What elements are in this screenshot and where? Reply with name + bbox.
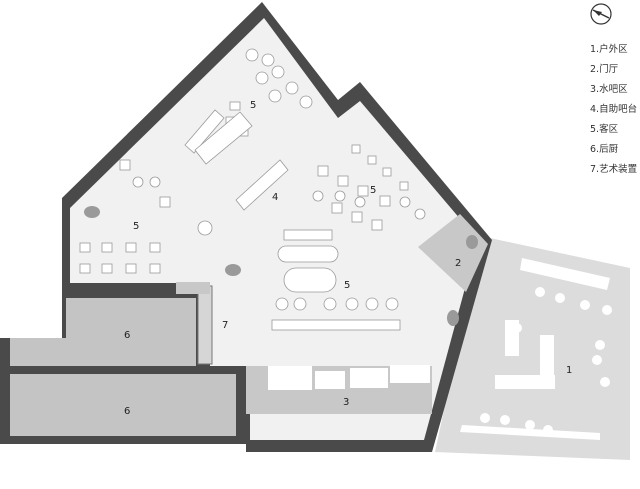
zone-label-art: 7 [222, 320, 228, 331]
legend-item-6: 6.后厨 [590, 144, 619, 155]
legend-item-2: 2.门厅 [590, 63, 619, 75]
legend: 1.户外区 2.门厅 3.水吧区 4.自助吧台 5.客区 6.后厨 7.艺术装置 [590, 43, 637, 175]
north-arrow-icon [590, 3, 612, 25]
watermark: 头条 @火车头室内设计 [458, 458, 592, 474]
floor-area [70, 18, 478, 440]
zone-label-guest-3: 5 [133, 221, 139, 232]
zone-label-kitchen-2: 6 [124, 406, 130, 417]
legend-item-1: 1.户外区 [590, 43, 628, 55]
plant-icon [84, 206, 478, 326]
outdoor-area [435, 238, 630, 460]
zone-label-water-bar: 3 [343, 397, 349, 408]
zone-label-guest-2: 5 [370, 185, 376, 196]
zone-label-foyer: 2 [455, 258, 461, 269]
zone-label-outdoor: 1 [566, 365, 572, 376]
outdoor-furniture [460, 258, 612, 440]
legend-item-3: 3.水吧区 [590, 83, 628, 95]
zone-label-guest-4: 5 [344, 280, 350, 291]
interior-furniture [79, 48, 426, 331]
foyer-area [418, 214, 488, 292]
legend-item-7: 7.艺术装置 [590, 163, 637, 175]
legend-item-5: 5.客区 [590, 123, 619, 135]
art-installation-wall [197, 285, 213, 365]
zone-label-kitchen-1: 6 [124, 330, 130, 341]
zone-label-bar: 4 [272, 192, 278, 203]
legend-item-4: 4.自助吧台 [590, 103, 637, 115]
kitchen-area-lower [10, 374, 236, 436]
zone-label-guest-1: 5 [250, 100, 256, 111]
bar-counter [268, 365, 430, 390]
kitchen-area-upper [10, 298, 196, 366]
